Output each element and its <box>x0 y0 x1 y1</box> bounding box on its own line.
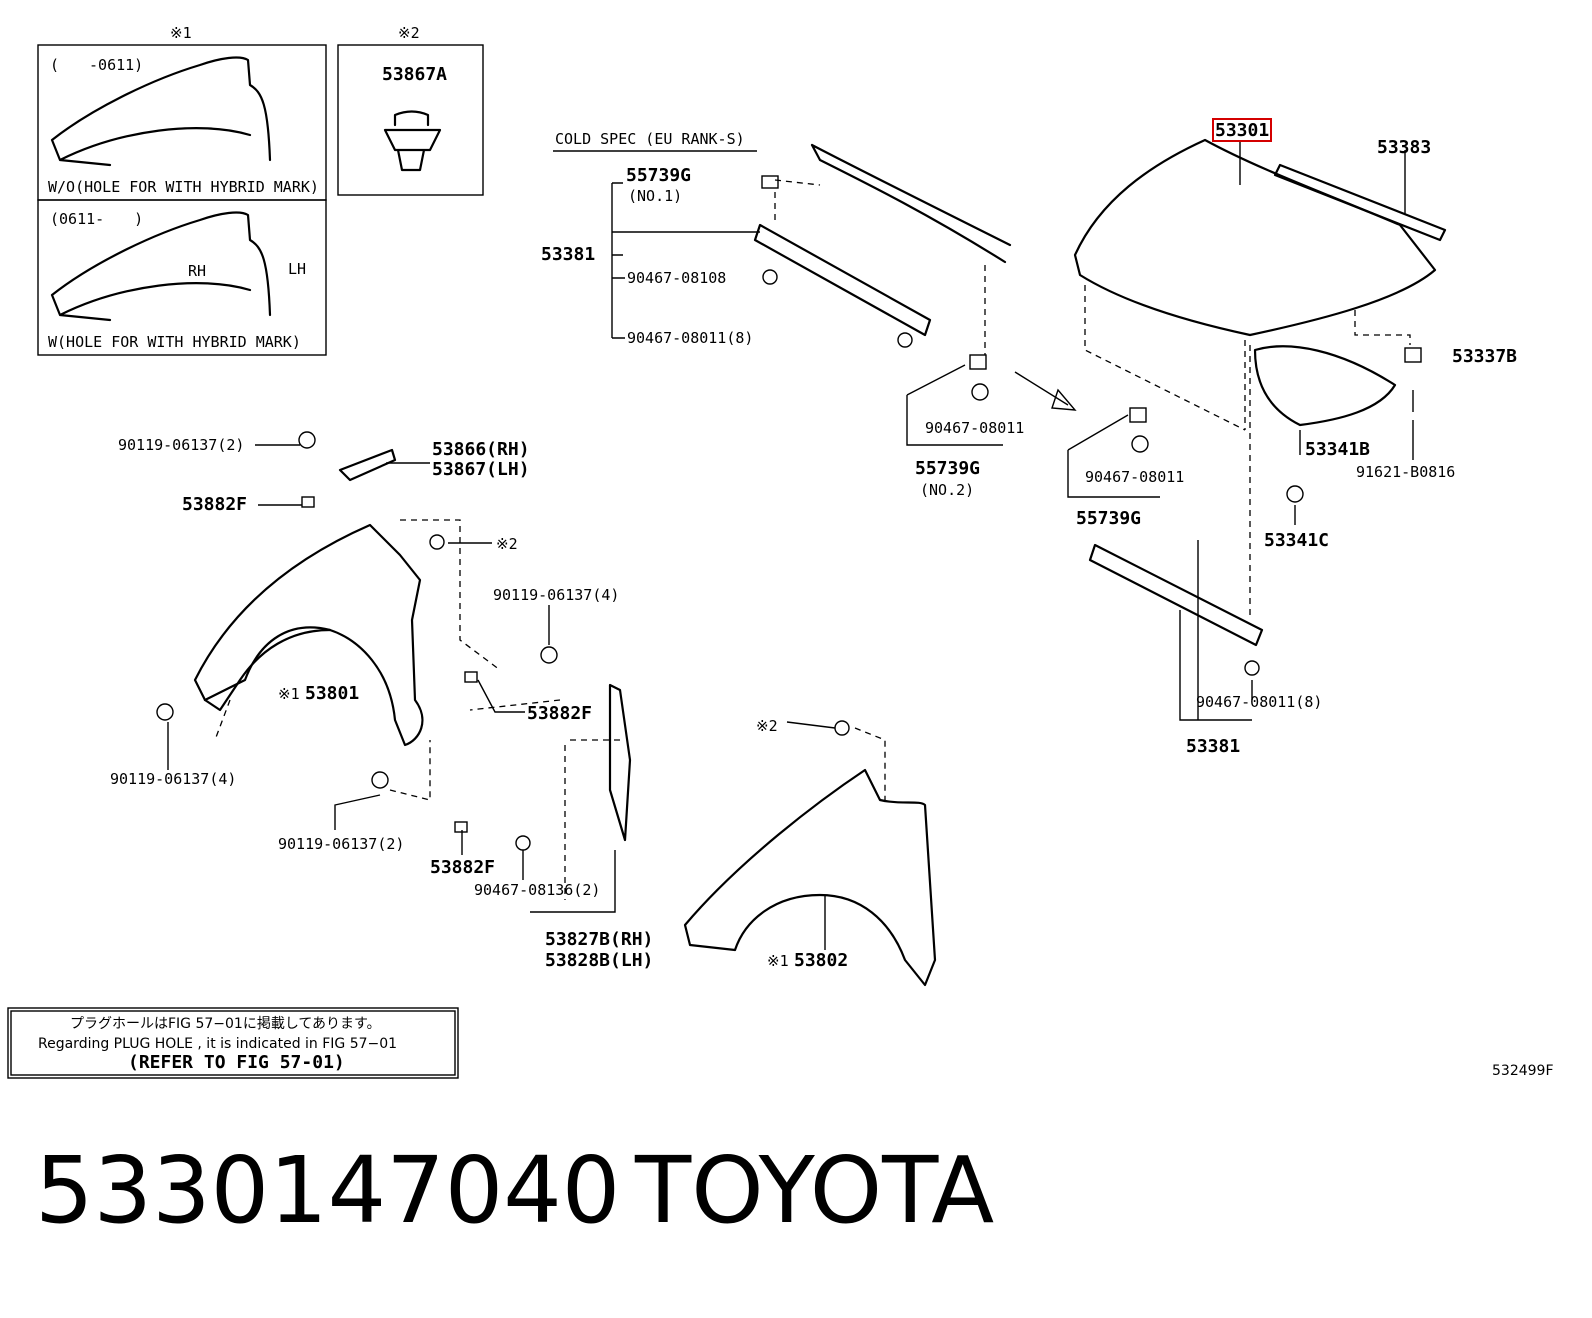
label-55739G-no1: 55739G <box>626 165 691 186</box>
inset-box-1: ※1 ( -0611) W/O(HOLE FOR WITH HYBRID MAR… <box>37 24 327 201</box>
label-53301: 53301 <box>1215 120 1269 141</box>
label-mark2-b: ※2 <box>756 717 778 735</box>
label-90467-08011-a: 90467-08011 <box>925 419 1024 437</box>
note-line-3: (REFER TO FIG 57-01) <box>128 1052 345 1073</box>
hood-panel-front <box>810 143 1012 264</box>
label-53802: 53802 <box>794 950 848 971</box>
label-90467-08011-8-bottom: 90467-08011(8) <box>1196 693 1322 711</box>
fender-fasteners <box>156 431 850 851</box>
inset-box1-caption: W/O(HOLE FOR WITH HYBRID MARK) <box>48 178 319 196</box>
note-line-2: Regarding PLUG HOLE , it is indicated in… <box>38 1036 397 1052</box>
clip-53867A-shape <box>383 110 442 172</box>
inset-mark-2: ※2 <box>398 24 420 42</box>
inset-box2-caption: W(HOLE FOR WITH HYBRID MARK) <box>48 333 301 351</box>
inset-mark-1: ※1 <box>170 24 192 42</box>
label-53882F-c: 53882F <box>430 857 495 878</box>
plug-hole-note: プラグホールはFIG 57−01に掲載してあります。 Regarding PLU… <box>7 1007 459 1079</box>
fender-53802 <box>683 768 937 987</box>
label-mark2-clip: ※2 <box>496 535 518 553</box>
label-90467-08108: 90467-08108 <box>627 269 726 287</box>
fender-brace-53827B <box>608 683 632 842</box>
label-55739G-b: 55739G <box>1076 508 1141 529</box>
inset-box1-range: ( -0611) <box>50 56 143 74</box>
hood-seal-strip-left <box>753 223 932 337</box>
fender-liner-53801 <box>193 523 424 747</box>
direction-arrow-icon <box>1014 371 1077 411</box>
label-90467-08011-8-top: 90467-08011(8) <box>627 329 753 347</box>
label-53801: 53801 <box>305 683 359 704</box>
label-53882F-b: 53882F <box>527 703 592 724</box>
label-53867-lh: 53867(LH) <box>432 459 530 480</box>
label-90467-08011-b: 90467-08011 <box>1085 468 1184 486</box>
fender-variant-1-outline <box>50 56 272 167</box>
label-mark1-b: ※1 <box>767 952 789 970</box>
inset-box-2: (0611- ) RH LH W(HOLE FOR WITH HYBRID MA… <box>37 199 327 356</box>
label-90119-06137-4-left: 90119-06137(4) <box>110 770 236 788</box>
label-91621-B0816: 91621-B0816 <box>1356 463 1455 481</box>
label-90467-08136-2: 90467-08136(2) <box>474 881 600 899</box>
figure-code: 532499F <box>1492 1063 1554 1079</box>
label-90119-06137-2-top: 90119-06137(2) <box>118 436 244 454</box>
label-53341C: 53341C <box>1264 530 1329 551</box>
label-no2: (NO.2) <box>920 481 974 499</box>
hood-insulator-53341B <box>1253 345 1397 427</box>
label-mark1-a: ※1 <box>278 685 300 703</box>
hood-seal-strip-right <box>1088 543 1264 647</box>
label-53337B: 53337B <box>1452 346 1517 367</box>
label-53383: 53383 <box>1377 137 1431 158</box>
label-53341B: 53341B <box>1305 439 1370 460</box>
label-no1: (NO.1) <box>628 187 682 205</box>
fender-variant-2-outline <box>50 211 272 322</box>
inset-box3-part: 53867A <box>382 64 447 85</box>
inset-box2-range: (0611- ) <box>50 210 143 228</box>
label-53827B-rh: 53827B(RH) <box>545 929 653 950</box>
hood-panel-main <box>1073 118 1437 431</box>
hood-seal-53383 <box>1273 163 1447 242</box>
label-53866-rh: 53866(RH) <box>432 439 530 460</box>
part-highlight-53301 <box>1212 118 1272 142</box>
label-53882F-a: 53882F <box>182 494 247 515</box>
note-line-1: プラグホールはFIG 57−01に掲載してあります。 <box>70 1016 381 1032</box>
small-fasteners <box>761 175 1422 676</box>
inset-box2-lh: LH <box>288 260 306 278</box>
label-55739G-no2: 55739G <box>915 458 980 479</box>
inset-box2-rh: RH <box>188 262 206 280</box>
cold-spec-label: COLD SPEC (EU RANK-S) <box>555 130 745 148</box>
label-53381-left: 53381 <box>541 244 595 265</box>
inset-box-3: ※2 53867A <box>337 24 484 196</box>
label-90119-06137-2-bottom: 90119-06137(2) <box>278 835 404 853</box>
footer-part-number: 5330147040 <box>35 1137 620 1244</box>
label-90119-06137-4-right: 90119-06137(4) <box>493 586 619 604</box>
footer-brand: TOYOTA <box>634 1137 994 1244</box>
fender-bracket-53866 <box>338 448 397 482</box>
label-53828B-lh: 53828B(LH) <box>545 950 653 971</box>
label-53381-right: 53381 <box>1186 736 1240 757</box>
